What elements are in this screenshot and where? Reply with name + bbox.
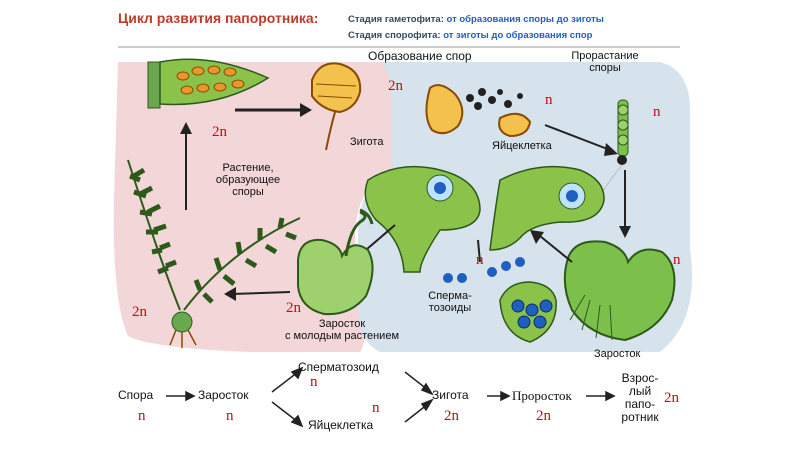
flow-sperm-ploidy: n (310, 374, 318, 391)
label-plant-line3: споры (198, 186, 298, 198)
flow-adult: Взрос- лый папо- ротник (612, 372, 668, 424)
ploidy-sporangium: 2n (388, 78, 403, 95)
sporophyte-stage: Стадия спорофита: от зиготы до образован… (348, 30, 592, 41)
label-spermatozoids-line1: Сперма- (418, 290, 482, 302)
flow-prothallus: Заросток (198, 388, 249, 402)
flow-spore-ploidy: n (138, 408, 146, 425)
flow-prothallus-ploidy: n (226, 408, 234, 425)
flow-sperm: Сперматозоид (298, 360, 379, 374)
flow-sprout-ploidy: 2n (536, 408, 551, 425)
label-zygote: Зигота (350, 136, 383, 148)
label-prothallus-young-line2: с молодым растением (272, 330, 412, 342)
label-plant-line1: Растение, (198, 162, 298, 174)
flow-adult-line4: ротник (612, 411, 668, 424)
flow-zygote: Зигота (432, 388, 469, 402)
label-spore-germination-line2: споры (550, 62, 660, 74)
label-spore-germination-line1: Прорастание (550, 50, 660, 62)
label-prothallus-young-line1: Заросток (272, 318, 412, 330)
flow-egg: Яйцеклетка (308, 418, 373, 432)
flow-adult-ploidy: 2n (664, 390, 679, 407)
ploidy-young: 2n (286, 300, 301, 317)
gametophyte-stage-range: от образования споры до зиготы (447, 14, 604, 25)
label-egg: Яйцеклетка (492, 140, 552, 152)
ploidy-germination: n (653, 104, 661, 121)
ploidy-gametes: n (476, 252, 484, 269)
diagram-title: Цикл развития папоротника: (118, 10, 318, 26)
label-plant: Растение, образующее споры (198, 162, 298, 198)
gametophyte-stage: Стадия гаметофита: от образования споры … (348, 14, 604, 25)
ploidy-plant: 2n (132, 304, 147, 321)
ploidy-gametophyte: n (673, 252, 681, 269)
gametophyte-stage-label: Стадия гаметофита: (348, 14, 444, 25)
sporophyte-stage-label: Стадия спорофита: (348, 30, 441, 41)
label-prothallus: Заросток (594, 348, 640, 360)
label-spermatozoids-line2: тозоиды (418, 302, 482, 314)
label-plant-line2: образующее (198, 174, 298, 186)
label-spore-formation: Образование спор (368, 50, 472, 62)
flow-zygote-ploidy: 2n (444, 408, 459, 425)
label-spore-germination: Прорастание споры (550, 50, 660, 74)
flow-egg-ploidy: n (372, 400, 380, 417)
flow-sprout: Проросток (512, 388, 572, 404)
ploidy-spores: n (545, 92, 553, 109)
label-spermatozoids: Сперма- тозоиды (418, 290, 482, 314)
flow-spore: Спора (118, 388, 153, 402)
sporophyte-stage-range: от зиготы до образования спор (443, 30, 592, 41)
label-prothallus-young: Заросток с молодым растением (272, 318, 412, 342)
ploidy-leaf: 2n (212, 124, 227, 141)
